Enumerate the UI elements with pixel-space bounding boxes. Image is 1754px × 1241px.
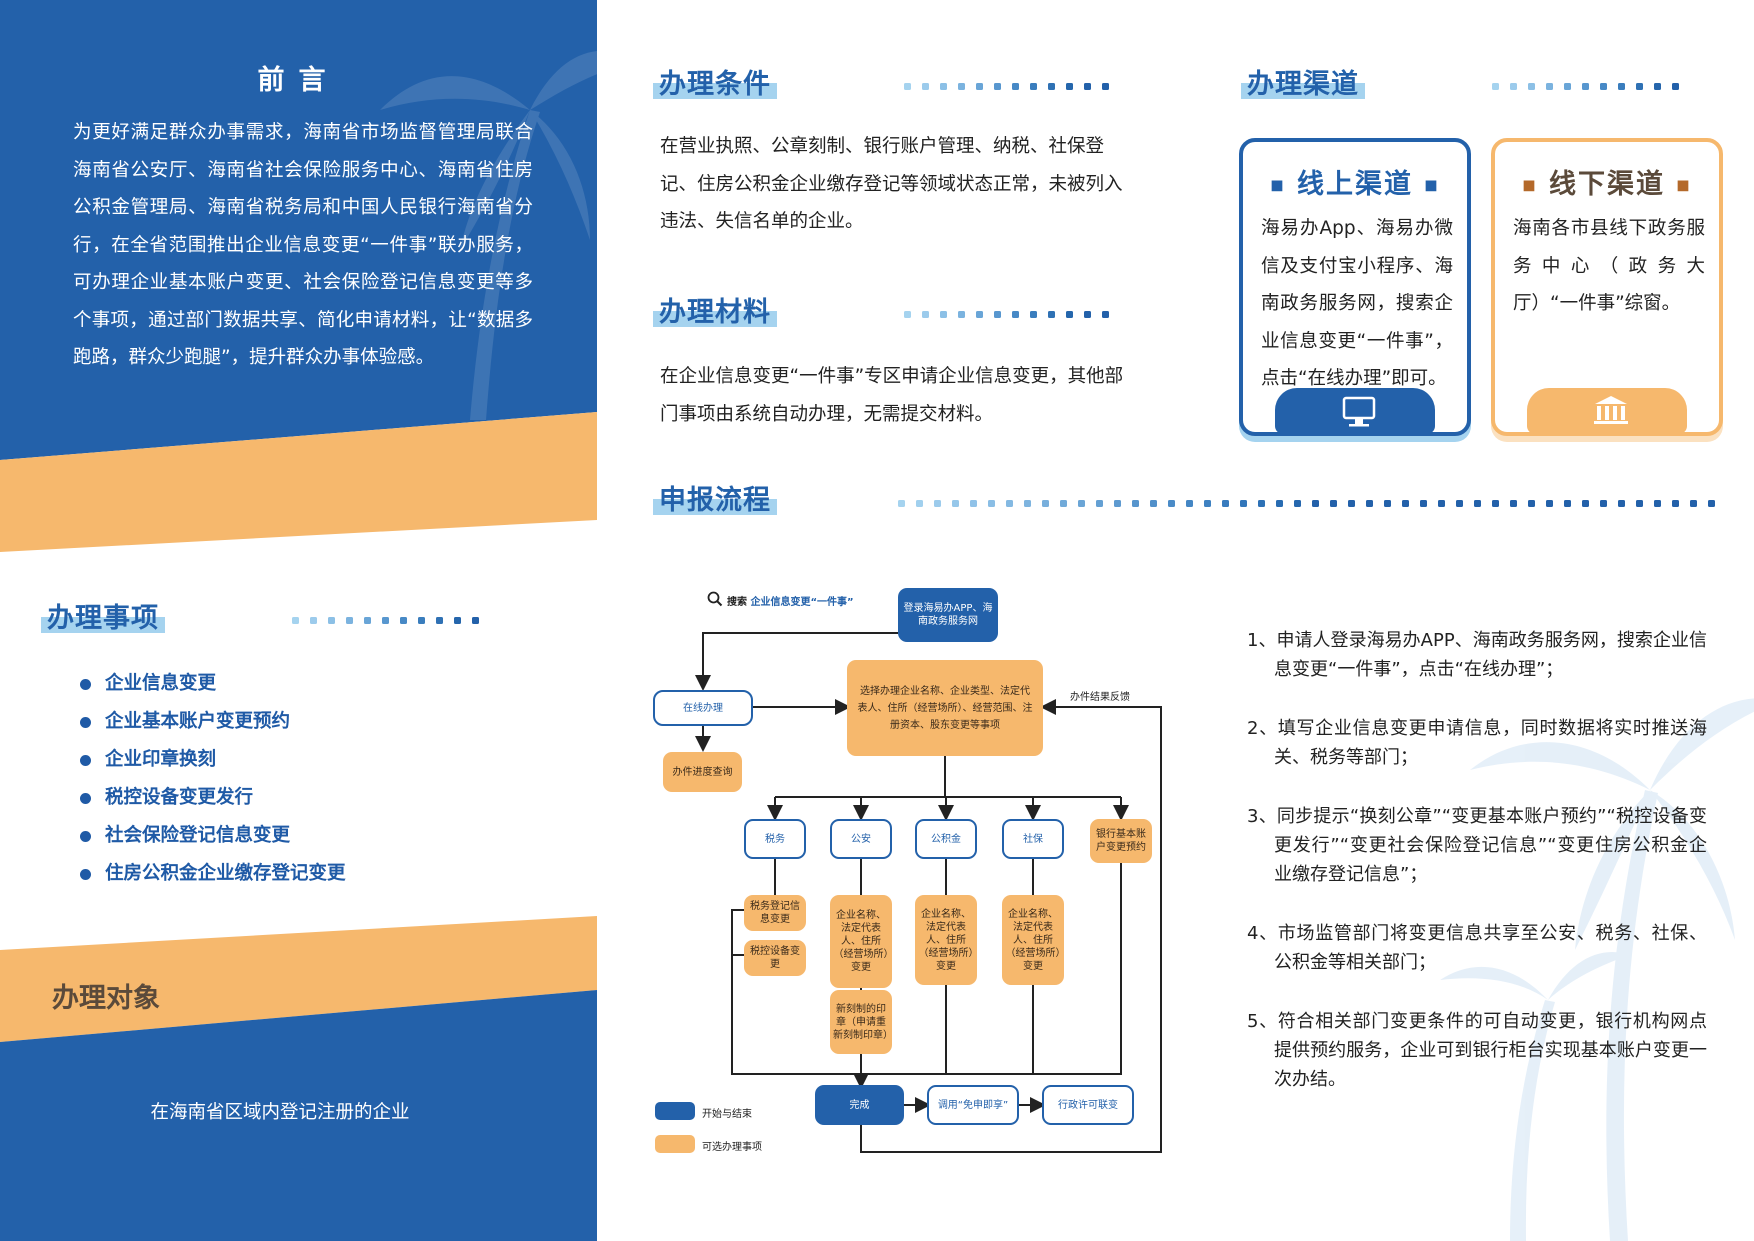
flow-police-node: 公安	[830, 819, 892, 859]
flow-tax-node: 税务	[744, 819, 806, 859]
conditions-title: 办理条件	[653, 62, 777, 101]
step-item: 2、填写企业信息变更申请信息，同时数据将实时推送海关、税务等部门；	[1247, 718, 1707, 768]
flow-fund-node: 公积金	[915, 819, 977, 859]
matters-list: 企业信息变更 企业基本账户变更预约 企业印章换刻 税控设备变更发行 社会保险登记…	[80, 665, 346, 893]
flow-call-node: 调用“免申即享”	[927, 1085, 1019, 1125]
offline-channel-foot	[1527, 388, 1687, 434]
bullet-icon	[80, 755, 91, 766]
online-channel-text: 海易办App、海易办微信及支付宝小程序、海南政务服务网，搜索企业信息变更“一件事…	[1261, 218, 1453, 389]
flow-connectors	[695, 632, 1162, 1153]
list-item: 住房公积金企业缴存登记变更	[80, 855, 346, 893]
flow-login-node: 登录海易办APP、海南政务服务网	[898, 588, 998, 642]
flow-social-change-node: 企业名称、法定代表人、住所（经营场所）变更	[1002, 895, 1064, 985]
conditions-dots	[904, 83, 1120, 91]
flow-feedback-label: 办件结果反馈	[1070, 692, 1130, 703]
flow-police-change-node: 企业名称、法定代表人、住所（经营场所）变更	[830, 895, 892, 988]
materials-text: 在企业信息变更“一件事”专区申请企业信息变更，其他部门事项由系统自动办理，无需提…	[660, 366, 1124, 425]
matters-dots	[292, 617, 490, 625]
search-icon	[707, 591, 723, 607]
offline-channel-card: ■ 线下渠道 ■ 海南各市县线下政务服务中心（政务大厅）“一件事”综窗。	[1491, 138, 1723, 436]
legend-start-swatch	[655, 1102, 695, 1120]
legend-optional-label: 可选办理事项	[702, 1142, 762, 1153]
flow-bank-node: 银行基本账户变更预约	[1090, 819, 1152, 863]
offline-channel-title: ■ 线下渠道 ■	[1522, 169, 1692, 200]
process-title: 申报流程	[653, 478, 777, 517]
target-text: 在海南省区域内登记注册的企业	[150, 1102, 410, 1123]
bullet-icon	[80, 679, 91, 690]
online-channel-foot	[1275, 388, 1435, 434]
bullet-icon	[80, 831, 91, 842]
list-item: 企业印章换刻	[80, 741, 346, 779]
flow-online-node: 在线办理	[653, 690, 753, 726]
conditions-text: 在营业执照、公章刻制、银行账户管理、纳税、社保登记、住房公积金企业缴存登记等领域…	[660, 136, 1123, 232]
step-item: 1、申请人登录海易办APP、海南政务服务网，搜索企业信息变更“一件事”，点击“在…	[1247, 630, 1707, 680]
flow-social-node: 社保	[1002, 819, 1064, 859]
government-building-icon	[1594, 396, 1628, 424]
materials-title: 办理材料	[653, 290, 777, 329]
intro-title: 前言	[257, 65, 340, 96]
flow-progress-node: 办件进度查询	[663, 752, 742, 792]
online-channel-card: ■ 线上渠道 ■ 海易办App、海易办微信及支付宝小程序、海南政务服务网，搜索企…	[1239, 138, 1471, 436]
list-item: 税控设备变更发行	[80, 779, 346, 817]
process-dots	[898, 500, 1726, 508]
list-item: 企业信息变更	[80, 665, 346, 703]
flow-link-node: 行政许可联变	[1042, 1085, 1134, 1125]
flow-tax-device-node: 税控设备变更	[744, 940, 806, 976]
flow-select-node: 选择办理企业名称、企业类型、法定代表人、住所（经营场所）、经营范围、注册资本、股…	[847, 660, 1043, 756]
flow-done-node: 完成	[815, 1085, 904, 1125]
target-title: 办理对象	[52, 983, 160, 1014]
flow-fund-change-node: 企业名称、法定代表人、住所（经营场所）变更	[915, 895, 977, 985]
step-item: 4、市场监管部门将变更信息共享至公安、税务、社保、公积金等相关部门；	[1247, 923, 1707, 973]
legend-optional-swatch	[655, 1135, 695, 1153]
offline-channel-text: 海南各市县线下政务服务中心（政务大厅）“一件事”综窗。	[1513, 218, 1705, 314]
matters-title: 办理事项	[41, 596, 165, 635]
channels-title: 办理渠道	[1241, 62, 1365, 101]
flow-tax-reg-node: 税务登记信息变更	[744, 895, 806, 931]
process-steps: 1、申请人登录海易办APP、海南政务服务网，搜索企业信息变更“一件事”，点击“在…	[1247, 626, 1707, 1124]
materials-dots	[904, 311, 1120, 319]
intro-text: 为更好满足群众办事需求，海南省市场监督管理局联合海南省公安厅、海南省社会保险服务…	[73, 122, 533, 368]
monitor-icon	[1342, 396, 1376, 427]
legend-start-label: 开始与结束	[702, 1109, 752, 1120]
palm-tree-icon	[380, 51, 597, 420]
online-channel-title: ■ 线上渠道 ■	[1270, 169, 1440, 200]
step-item: 3、同步提示“换刻公章”“变更基本账户预约”“税控设备变更发行”“变更社会保险登…	[1247, 806, 1707, 885]
list-item: 社会保险登记信息变更	[80, 817, 346, 855]
channels-dots	[1492, 83, 1690, 91]
list-item: 企业基本账户变更预约	[80, 703, 346, 741]
step-item: 5、符合相关部门变更条件的可自动变更，银行机构网点提供预约服务，企业可到银行柜台…	[1247, 1011, 1707, 1090]
flow-seal-node: 新刻制的印章（申请重新刻制印章）	[830, 990, 893, 1054]
bullet-icon	[80, 717, 91, 728]
search-label: 搜索 企业信息变更“一件事”	[727, 597, 854, 608]
palm-decoration	[1440, 698, 1754, 1241]
palm-tree-icon	[1440, 698, 1754, 1241]
left-background	[0, 0, 597, 1241]
bullet-icon	[80, 793, 91, 804]
bullet-icon	[80, 869, 91, 880]
left-panel: 前言 为更好满足群众办事需求，海南省市场监督管理局联合海南省公安厅、海南省社会保…	[0, 0, 597, 1241]
